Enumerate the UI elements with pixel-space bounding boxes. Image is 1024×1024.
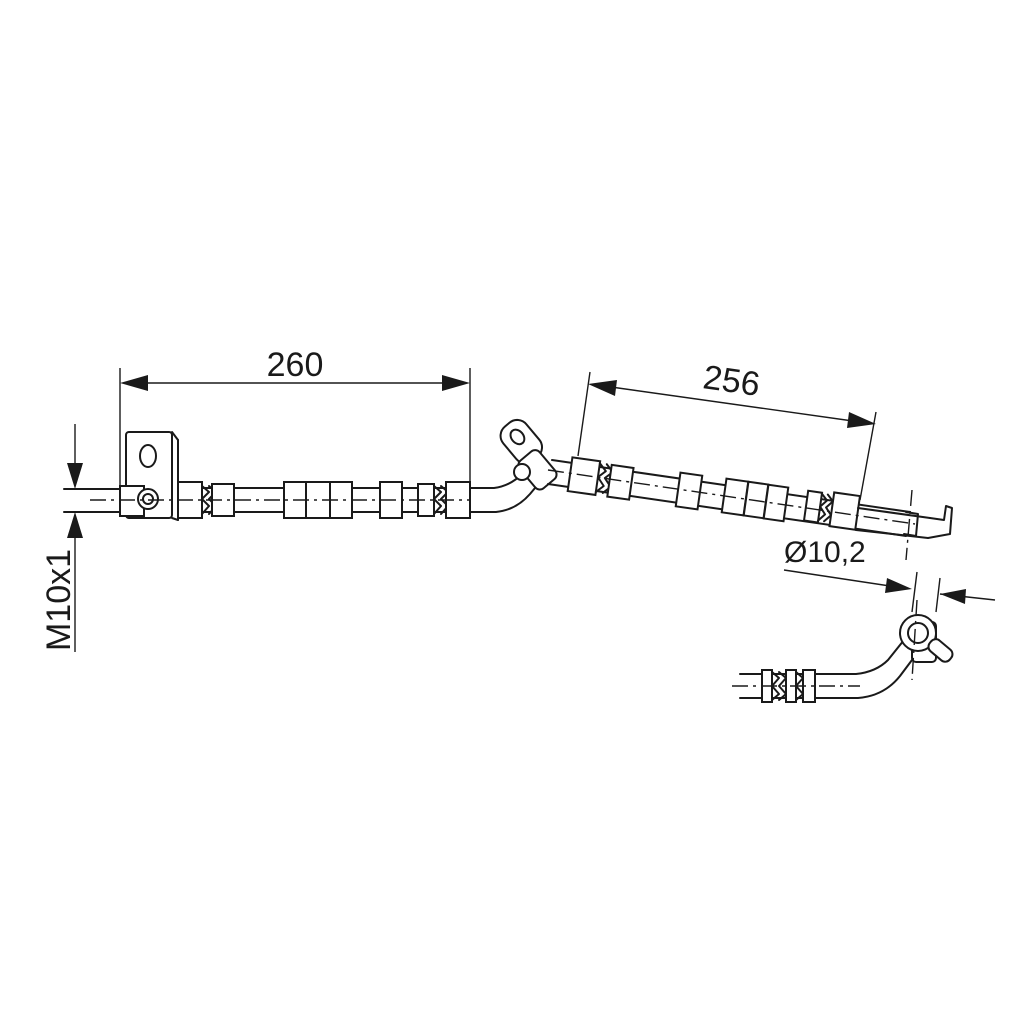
banjo-ring	[899, 614, 937, 652]
left-end-fitting	[63, 431, 179, 521]
center-union-ring	[513, 463, 531, 481]
right-tube-end	[855, 489, 953, 561]
thread-label: M10x1	[40, 549, 78, 651]
dimension-256: 256	[577, 358, 877, 501]
dimension-thread: M10x1	[40, 424, 120, 652]
dimension-260-label: 260	[267, 346, 324, 384]
right-end-ferrule	[802, 489, 862, 531]
detail-banjo-fitting	[899, 614, 954, 663]
center-bend-fitting	[469, 418, 558, 513]
detail-banjo-view	[732, 599, 954, 703]
left-bolt-ring	[137, 488, 159, 510]
right-hose	[547, 456, 916, 537]
diameter-label: Ø10,2	[784, 536, 866, 569]
banjo-tab	[927, 638, 954, 663]
right-start-ferrule	[566, 456, 635, 501]
dimension-256-label: 256	[701, 358, 762, 404]
hose-sleeve	[762, 483, 790, 523]
dimension-260: 260	[119, 346, 471, 516]
dimension-diameter: Ø10,2	[783, 536, 996, 613]
left-hose	[90, 481, 471, 519]
bracket-slot	[139, 444, 157, 468]
hose-sleeve	[674, 471, 704, 511]
